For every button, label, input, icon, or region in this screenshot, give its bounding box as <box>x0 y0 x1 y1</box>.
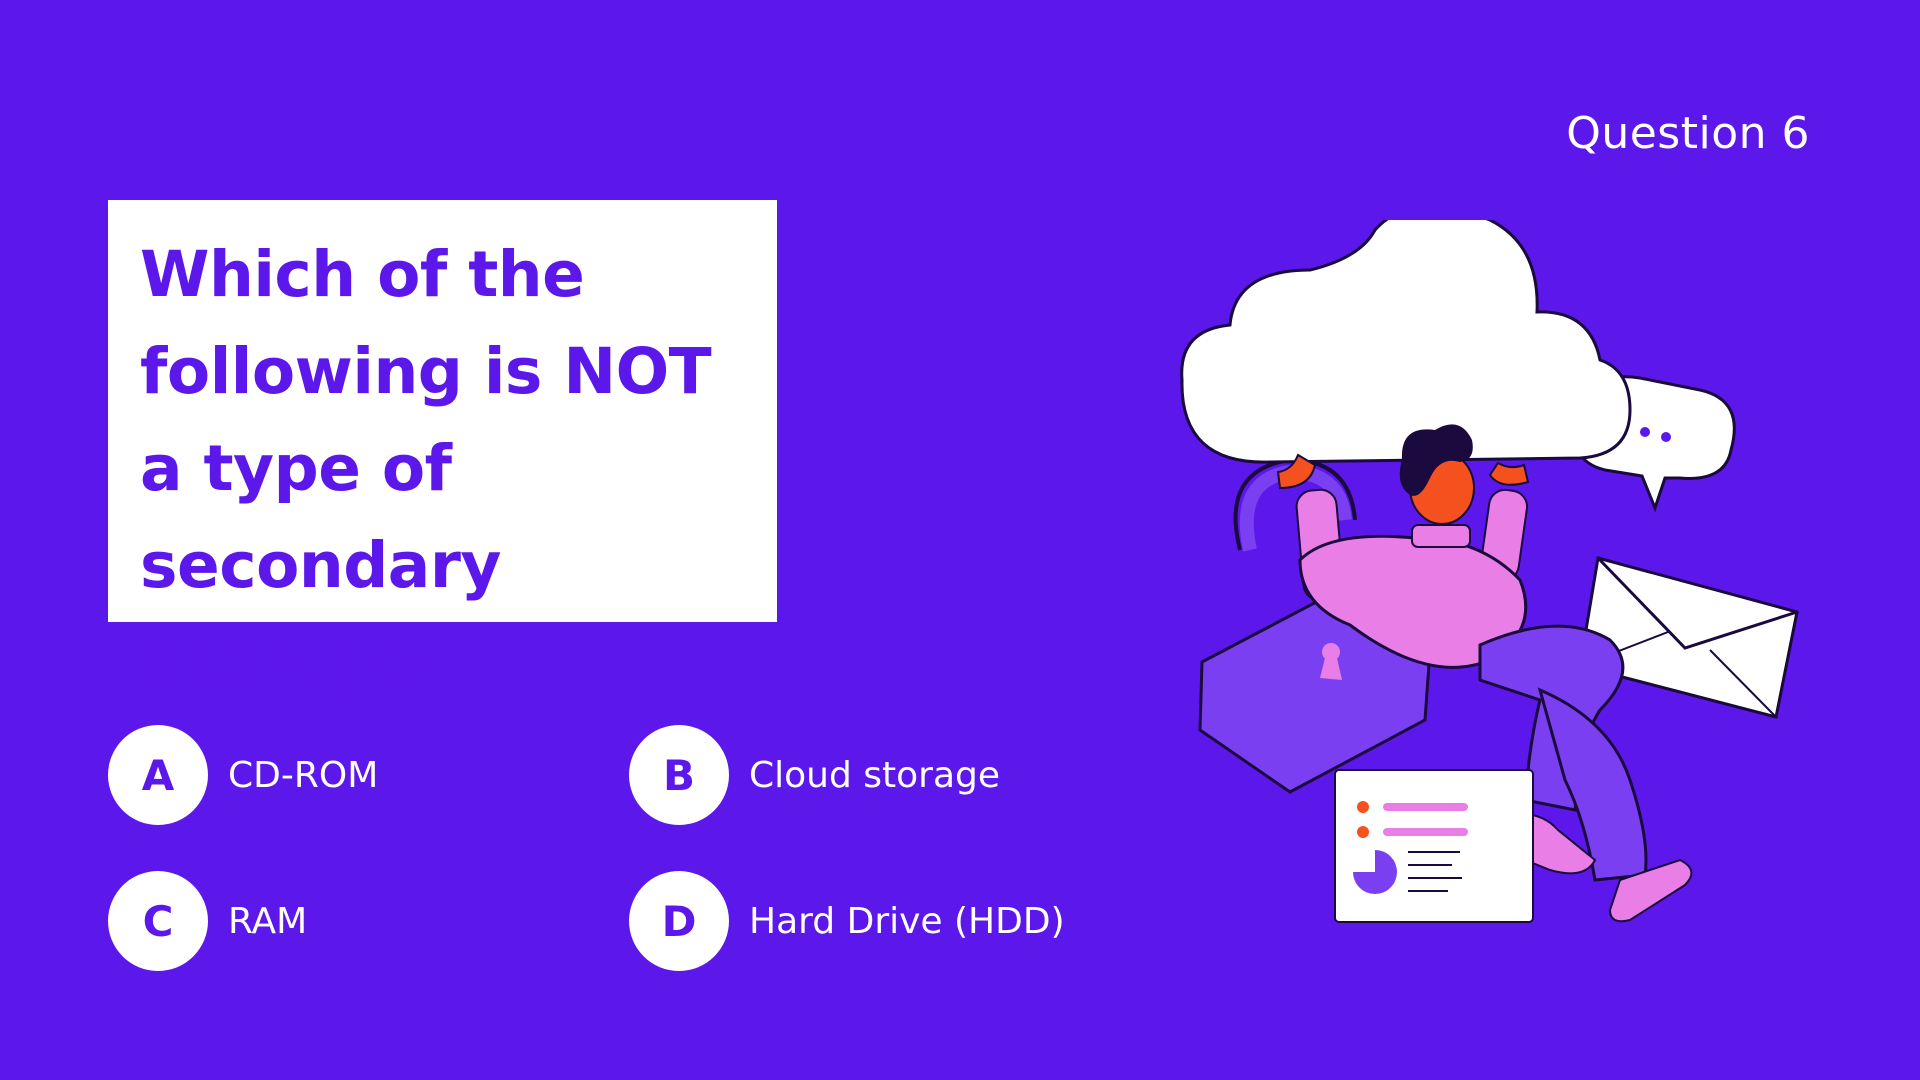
padlock-icon <box>1198 457 1432 794</box>
answer-option-d[interactable]: D Hard Drive (HDD) <box>629 871 1065 971</box>
person-figure <box>1276 424 1693 923</box>
option-b-circle[interactable]: B <box>629 725 729 825</box>
question-number: Question 6 <box>1566 108 1810 159</box>
option-a-label[interactable]: CD-ROM <box>228 754 379 796</box>
envelope-icon <box>1578 556 1799 719</box>
option-d-label[interactable]: Hard Drive (HDD) <box>749 900 1065 942</box>
option-c-label[interactable]: RAM <box>228 900 308 942</box>
answer-option-a[interactable]: A CD-ROM <box>108 725 378 825</box>
option-a-circle[interactable]: A <box>108 725 208 825</box>
document-chart-icon <box>1334 769 1534 923</box>
question-text: Which of the following is NOT a type of … <box>140 238 712 699</box>
storage-illustration <box>1180 220 1799 923</box>
option-b-label[interactable]: Cloud storage <box>749 754 1001 796</box>
option-d-circle[interactable]: D <box>629 871 729 971</box>
option-c-circle[interactable]: C <box>108 871 208 971</box>
answer-option-c[interactable]: C RAM <box>108 871 307 971</box>
cloud-icon <box>1180 220 1632 464</box>
question-card: Which of the following is NOT a type of … <box>108 200 777 699</box>
answer-option-b[interactable]: B Cloud storage <box>629 725 1000 825</box>
